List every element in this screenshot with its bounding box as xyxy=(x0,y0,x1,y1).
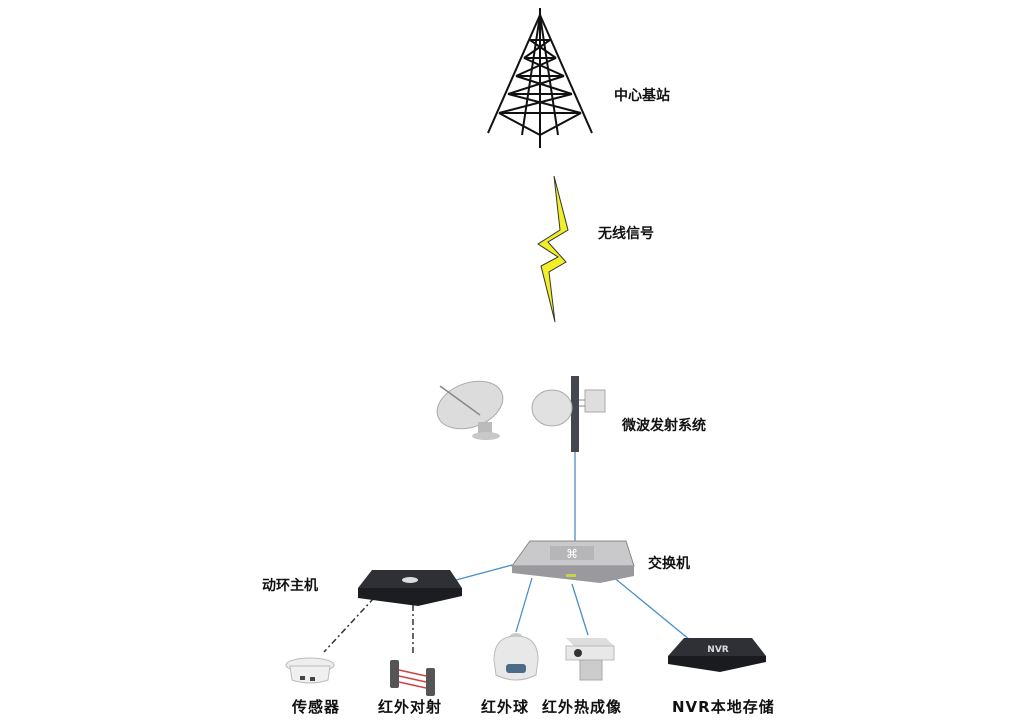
switch-icon: ⌘ xyxy=(511,540,635,583)
smoke-sensor-icon xyxy=(285,657,335,684)
lightning-icon xyxy=(537,175,569,323)
microwave-system-label: 微波发射系统 xyxy=(621,417,706,434)
wireless-signal-label: 无线信号 xyxy=(597,225,654,242)
nvr-device-text: NVR xyxy=(707,645,728,655)
ir-dome-label: 红外球 xyxy=(481,698,529,716)
nvr-icon: NVR xyxy=(668,638,766,672)
thermal-camera-icon xyxy=(565,638,615,681)
switch-label: 交换机 xyxy=(648,555,690,572)
env-host-label: 动环主机 xyxy=(262,577,318,594)
microwave-antenna-icon xyxy=(531,376,606,452)
base-station-label: 中心基站 xyxy=(614,87,670,104)
nvr-storage-label: NVR本地存储 xyxy=(672,698,775,716)
env-host-icon xyxy=(358,570,462,606)
tower-icon xyxy=(487,8,593,148)
ir-beam-label: 红外对射 xyxy=(378,698,442,716)
network-links xyxy=(455,452,691,641)
sensor-label: 传感器 xyxy=(291,698,340,716)
satellite-dish-icon xyxy=(436,380,504,440)
ir-beam-icon xyxy=(390,660,435,696)
svg-text:⌘: ⌘ xyxy=(566,547,578,561)
thermal-imaging-label: 红外热成像 xyxy=(542,698,622,716)
serial-links xyxy=(323,597,414,656)
ir-dome-camera-icon xyxy=(493,633,539,681)
